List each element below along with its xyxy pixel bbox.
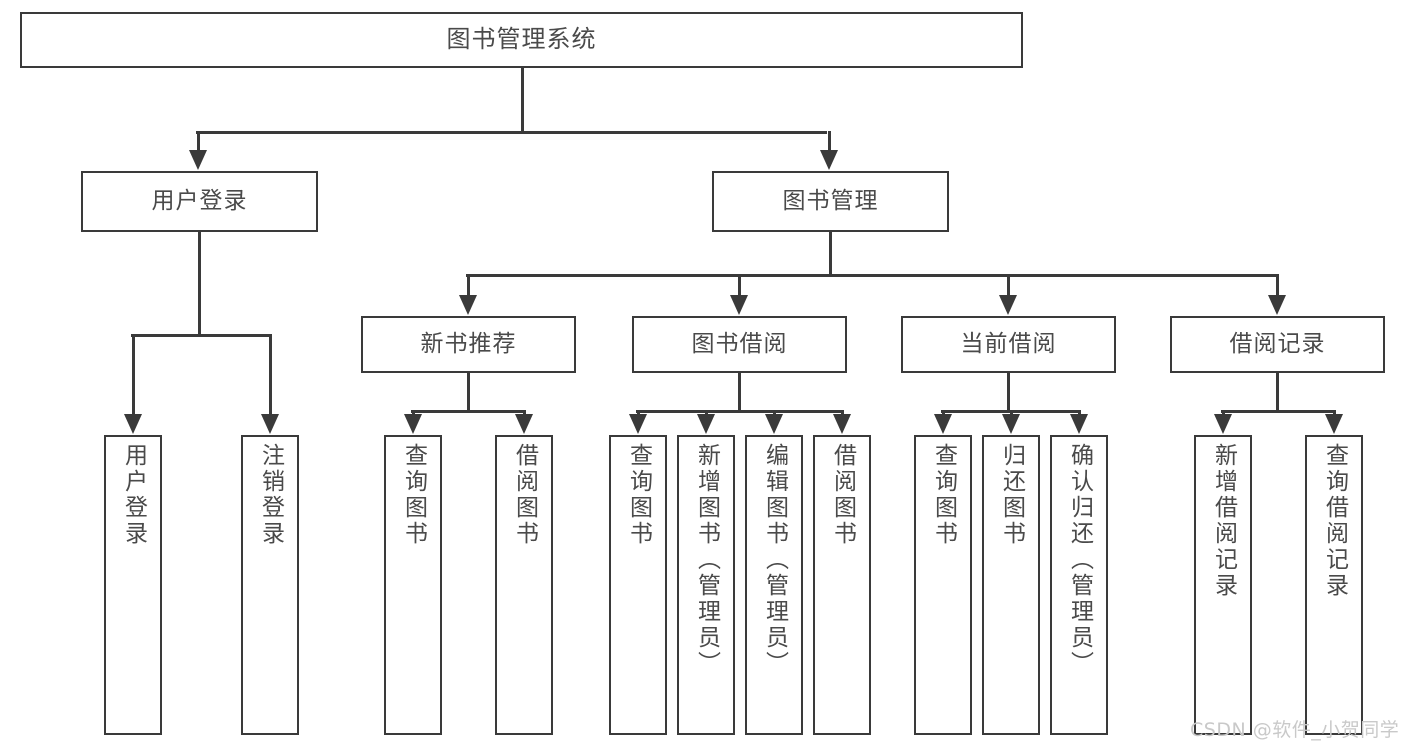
leaf-current-borrow-query-book[interactable]: 查询图书 bbox=[914, 435, 972, 735]
node-label: 查询图书 bbox=[625, 443, 652, 547]
connector-nb-leaf2 bbox=[523, 410, 526, 416]
connector-bb-leaf1 bbox=[637, 410, 640, 416]
connector-br-leaf2 bbox=[1333, 410, 1336, 416]
leaf-book-borrow-query-book[interactable]: 查询图书 bbox=[609, 435, 667, 735]
arrowhead-bm-to-current-borrow bbox=[999, 295, 1017, 315]
connector-new-book-stem bbox=[467, 373, 470, 410]
node-label: 注销登录 bbox=[257, 443, 284, 547]
connector-bb-leaf4 bbox=[841, 410, 844, 416]
leaf-user-login-logout[interactable]: 注销登录 bbox=[241, 435, 299, 735]
node-label: 用户登录 bbox=[120, 443, 147, 547]
node-label: 图书借阅 bbox=[691, 331, 788, 358]
arrowhead-to-book-management bbox=[820, 150, 838, 170]
arrowhead-bm-to-book-borrow bbox=[730, 295, 748, 315]
node-label: 借阅图书 bbox=[511, 443, 538, 547]
arrowhead-br-leaf2 bbox=[1325, 414, 1343, 434]
leaf-user-login-login[interactable]: 用户登录 bbox=[104, 435, 162, 735]
connector-to-book-management bbox=[828, 131, 831, 151]
connector-book-borrow-bus bbox=[636, 410, 842, 413]
connector-cb-leaf2 bbox=[1010, 410, 1013, 416]
connector-bm-to-new-book bbox=[467, 274, 470, 296]
connector-bm-to-book-borrow bbox=[738, 274, 741, 296]
node-label: 编辑图书（管理员） bbox=[761, 443, 788, 677]
node-label: 新书推荐 bbox=[420, 331, 517, 358]
connector-cb-leaf1 bbox=[942, 410, 945, 416]
arrowhead-user-login-leaf1 bbox=[124, 414, 142, 434]
connector-borrow-record-bus bbox=[1221, 410, 1334, 413]
node-label: 新增图书（管理员） bbox=[693, 443, 720, 677]
arrowhead-br-leaf1 bbox=[1214, 414, 1232, 434]
node-label: 查询图书 bbox=[930, 443, 957, 547]
leaf-new-book-borrow-book[interactable]: 借阅图书 bbox=[495, 435, 553, 735]
connector-bm-to-current-borrow bbox=[1007, 274, 1010, 296]
connector-bb-leaf3 bbox=[773, 410, 776, 416]
node-borrow-record[interactable]: 借阅记录 bbox=[1170, 316, 1385, 373]
arrowhead-bb-leaf1 bbox=[629, 414, 647, 434]
leaf-book-borrow-borrow-book[interactable]: 借阅图书 bbox=[813, 435, 871, 735]
node-new-book-recommend[interactable]: 新书推荐 bbox=[361, 316, 576, 373]
connector-bm-to-borrow-record bbox=[1276, 274, 1279, 296]
arrowhead-bm-to-borrow-record bbox=[1268, 295, 1286, 315]
node-current-borrow[interactable]: 当前借阅 bbox=[901, 316, 1116, 373]
leaf-borrow-record-query-record[interactable]: 查询借阅记录 bbox=[1305, 435, 1363, 735]
leaf-current-borrow-return-book[interactable]: 归还图书 bbox=[982, 435, 1040, 735]
connector-current-borrow-stem bbox=[1007, 373, 1010, 410]
connector-br-leaf1 bbox=[1222, 410, 1225, 416]
connector-nb-leaf1 bbox=[412, 410, 415, 416]
arrowhead-bm-to-new-book bbox=[459, 295, 477, 315]
connector-new-book-bus bbox=[411, 410, 524, 413]
leaf-current-borrow-confirm-return-admin[interactable]: 确认归还（管理员） bbox=[1050, 435, 1108, 735]
node-label: 新增借阅记录 bbox=[1210, 443, 1237, 599]
node-user-login[interactable]: 用户登录 bbox=[81, 171, 318, 232]
connector-root-stem bbox=[521, 68, 524, 131]
watermark-text: CSDN @软件_小贺同学 bbox=[1190, 719, 1400, 741]
node-root-book-management-system[interactable]: 图书管理系统 bbox=[20, 12, 1023, 68]
node-label: 借阅记录 bbox=[1229, 331, 1326, 358]
connector-user-login-leaf2 bbox=[269, 334, 272, 415]
connector-book-borrow-stem bbox=[738, 373, 741, 410]
arrowhead-nb-leaf1 bbox=[404, 414, 422, 434]
arrowhead-bb-leaf3 bbox=[765, 414, 783, 434]
leaf-new-book-query-book[interactable]: 查询图书 bbox=[384, 435, 442, 735]
arrowhead-user-login-leaf2 bbox=[261, 414, 279, 434]
arrowhead-cb-leaf2 bbox=[1002, 414, 1020, 434]
connector-user-login-stem bbox=[198, 232, 201, 334]
connector-user-login-bus bbox=[131, 334, 270, 337]
arrowhead-bb-leaf2 bbox=[697, 414, 715, 434]
node-label: 归还图书 bbox=[998, 443, 1025, 547]
arrowhead-to-user-login bbox=[189, 150, 207, 170]
connector-book-management-bus bbox=[466, 274, 1277, 277]
arrowhead-bb-leaf4 bbox=[833, 414, 851, 434]
node-label: 当前借阅 bbox=[960, 331, 1057, 358]
connector-borrow-record-stem bbox=[1276, 373, 1279, 410]
node-label: 图书管理 bbox=[782, 188, 879, 215]
leaf-borrow-record-add-record[interactable]: 新增借阅记录 bbox=[1194, 435, 1252, 735]
node-label: 图书管理系统 bbox=[446, 25, 597, 54]
arrowhead-cb-leaf3 bbox=[1070, 414, 1088, 434]
connector-bb-leaf2 bbox=[705, 410, 708, 416]
leaf-book-borrow-add-book-admin[interactable]: 新增图书（管理员） bbox=[677, 435, 735, 735]
node-label: 查询借阅记录 bbox=[1321, 443, 1348, 599]
connector-cb-leaf3 bbox=[1078, 410, 1081, 416]
node-label: 借阅图书 bbox=[829, 443, 856, 547]
connector-root-bus bbox=[196, 131, 827, 134]
leaf-book-borrow-edit-book-admin[interactable]: 编辑图书（管理员） bbox=[745, 435, 803, 735]
connector-user-login-leaf1 bbox=[132, 334, 135, 415]
node-label: 确认归还（管理员） bbox=[1066, 443, 1093, 677]
node-label: 查询图书 bbox=[400, 443, 427, 547]
node-book-management[interactable]: 图书管理 bbox=[712, 171, 949, 232]
arrowhead-cb-leaf1 bbox=[934, 414, 952, 434]
connector-book-management-stem bbox=[829, 232, 832, 274]
connector-to-user-login bbox=[197, 131, 200, 151]
node-book-borrow[interactable]: 图书借阅 bbox=[632, 316, 847, 373]
arrowhead-nb-leaf2 bbox=[515, 414, 533, 434]
node-label: 用户登录 bbox=[151, 188, 248, 215]
